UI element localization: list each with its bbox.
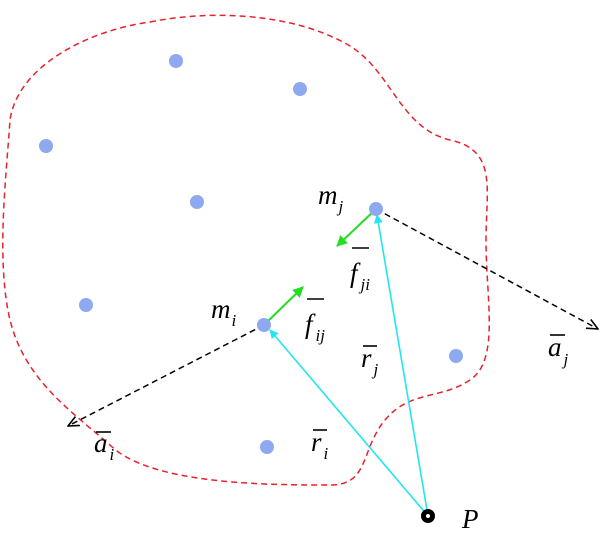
acceleration-vector-a-i [68, 324, 265, 426]
svg-text:fij: fij [305, 309, 325, 345]
label-origin-p: P [461, 504, 479, 534]
particle [169, 54, 183, 68]
particle-m-i [257, 318, 271, 332]
particle [190, 195, 204, 209]
svg-text:fji: fji [350, 258, 370, 294]
particle [39, 139, 53, 153]
label-m-i: mi [211, 294, 237, 330]
system-boundary [2, 14, 490, 486]
particle-m-j [369, 202, 383, 216]
particle [293, 82, 307, 96]
svg-text:mi: mi [211, 294, 237, 330]
acceleration-vector-a-j [375, 208, 598, 329]
particle [260, 440, 274, 454]
origin-point-center [426, 514, 430, 518]
particle [79, 298, 93, 312]
svg-text:rj: rj [361, 343, 379, 379]
particle [449, 349, 463, 363]
svg-text:ai: ai [94, 428, 115, 464]
position-vector-r-i [269, 329, 429, 517]
position-vector-r-j [373, 214, 429, 517]
svg-text:ri: ri [311, 427, 329, 463]
particles [39, 54, 463, 454]
force-vector-f-ji [336, 208, 377, 247]
force-vector-f-ij [263, 286, 304, 326]
label-m-j: mj [318, 180, 344, 216]
svg-text:mj: mj [318, 180, 344, 216]
svg-text:aj: aj [548, 332, 569, 369]
